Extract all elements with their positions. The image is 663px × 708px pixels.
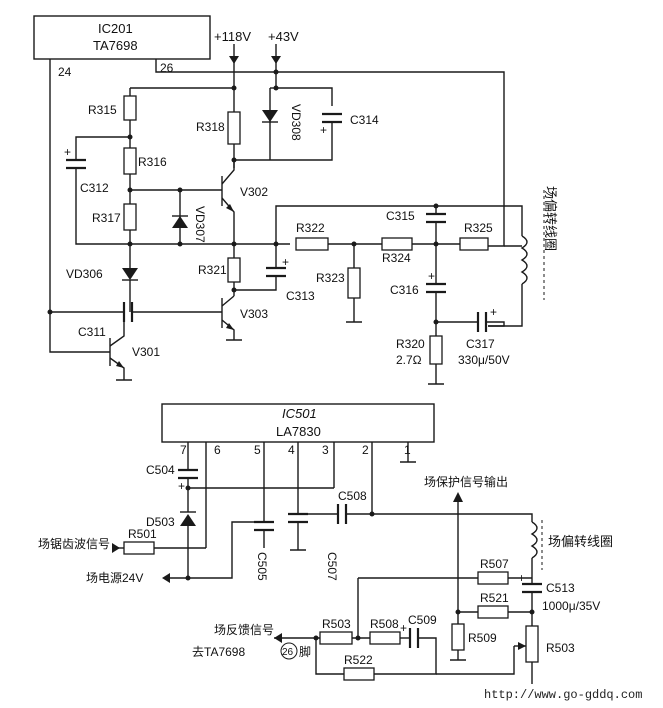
v302-label: V302 xyxy=(240,185,268,199)
r316 xyxy=(123,147,137,175)
ic201-pin-26: 26 xyxy=(160,61,174,75)
coil-top-label: 场偏转线圈 xyxy=(543,186,558,251)
ic201-pin-24: 24 xyxy=(58,65,72,79)
r521 xyxy=(477,605,509,619)
c315-label: C315 xyxy=(386,209,415,223)
ic201-ref: IC201 xyxy=(98,21,133,36)
d503-label: D503 xyxy=(146,515,175,529)
ic501-ref: IC501 xyxy=(282,406,317,421)
c505-label: C505 xyxy=(255,552,269,581)
ic501-part: LA7830 xyxy=(276,424,321,439)
c317-value: 330μ/50V xyxy=(458,353,510,367)
r508 xyxy=(369,631,401,645)
coil-bottom-label: 场偏转线圈 xyxy=(548,534,613,549)
r323-label: R323 xyxy=(316,271,345,285)
c313-label: C313 xyxy=(286,289,315,303)
svg-text:+: + xyxy=(490,305,497,319)
svg-text:+: + xyxy=(282,255,289,269)
svg-text:+: + xyxy=(320,123,327,137)
r507 xyxy=(477,571,509,585)
c508-label: C508 xyxy=(338,489,367,503)
svg-text:+: + xyxy=(400,621,407,635)
svg-text:+: + xyxy=(178,479,185,493)
pin-5: 5 xyxy=(254,443,261,457)
v303-label: V303 xyxy=(240,307,268,321)
r325-label: R325 xyxy=(464,221,493,235)
v301-label: V301 xyxy=(132,345,160,359)
svg-text:+: + xyxy=(64,145,71,159)
r318-label: R318 xyxy=(196,120,225,134)
power-24v-label: 场电源24V xyxy=(86,571,143,585)
r318 xyxy=(227,111,241,145)
svg-text:+: + xyxy=(428,269,435,283)
c504-label: C504 xyxy=(146,463,175,477)
vd308-label: VD308 xyxy=(289,104,303,141)
r320-value: 2.7Ω xyxy=(396,353,422,367)
c513-label: C513 xyxy=(546,581,575,595)
r503b-label: R503 xyxy=(546,641,575,655)
r508-label: R508 xyxy=(370,617,399,631)
rail-43v: +43V xyxy=(268,29,299,44)
r509 xyxy=(451,623,465,651)
c507-label: C507 xyxy=(325,552,339,581)
protect-signal-label: 场保护信号输出 xyxy=(424,474,508,489)
c317-label: C317 xyxy=(466,337,495,351)
r316-label: R316 xyxy=(138,155,167,169)
r522-label: R522 xyxy=(344,653,373,667)
r322 xyxy=(295,237,329,251)
vd307-label: VD307 xyxy=(193,206,207,243)
watermark-url: http://www.go-gddq.com xyxy=(484,688,642,702)
c513-value: 1000μ/35V xyxy=(542,599,600,613)
ic201-box xyxy=(33,15,211,60)
r509-label: R509 xyxy=(468,631,497,645)
rail-118v: +118V xyxy=(214,29,251,44)
pin-3: 3 xyxy=(322,443,329,457)
pin-suffix: 脚 xyxy=(299,644,311,659)
r325 xyxy=(459,237,489,251)
pin-7: 7 xyxy=(180,443,187,457)
r501 xyxy=(123,541,155,555)
r503-pot xyxy=(525,625,539,663)
r501-label: R501 xyxy=(128,527,157,541)
to-ta7698-label: 去TA7698 xyxy=(192,645,245,659)
r324 xyxy=(381,237,413,251)
r315-label: R315 xyxy=(88,103,117,117)
c312-label: C312 xyxy=(80,181,109,195)
r322-label: R322 xyxy=(296,221,325,235)
r503a xyxy=(319,631,353,645)
ic201-part: TA7698 xyxy=(93,38,138,53)
r324-label: R324 xyxy=(382,251,411,265)
r323 xyxy=(347,267,361,299)
r321 xyxy=(227,257,241,283)
r320-label: R320 xyxy=(396,337,425,351)
sawtooth-signal-label: 场锯齿波信号 xyxy=(38,536,110,551)
pin-6: 6 xyxy=(214,443,221,457)
vd306-label: VD306 xyxy=(66,267,103,281)
pin-2: 2 xyxy=(362,443,369,457)
r503a-label: R503 xyxy=(322,617,351,631)
r321-label: R321 xyxy=(198,263,227,277)
c311-label: C311 xyxy=(78,325,106,339)
r317-label: R317 xyxy=(92,211,121,225)
r522 xyxy=(343,667,375,681)
r320 xyxy=(429,335,443,365)
c314-label: C314 xyxy=(350,113,379,127)
c509-label: C509 xyxy=(408,613,437,627)
pin-4: 4 xyxy=(288,443,295,457)
feedback-signal-label: 场反馈信号 xyxy=(214,623,274,637)
r317 xyxy=(123,203,137,231)
r315 xyxy=(123,95,137,121)
r507-label: R507 xyxy=(480,557,509,571)
c316-label: C316 xyxy=(390,283,419,297)
pin-number-circle xyxy=(280,642,298,660)
r521-label: R521 xyxy=(480,591,509,605)
pin-number: 26 xyxy=(282,647,294,658)
